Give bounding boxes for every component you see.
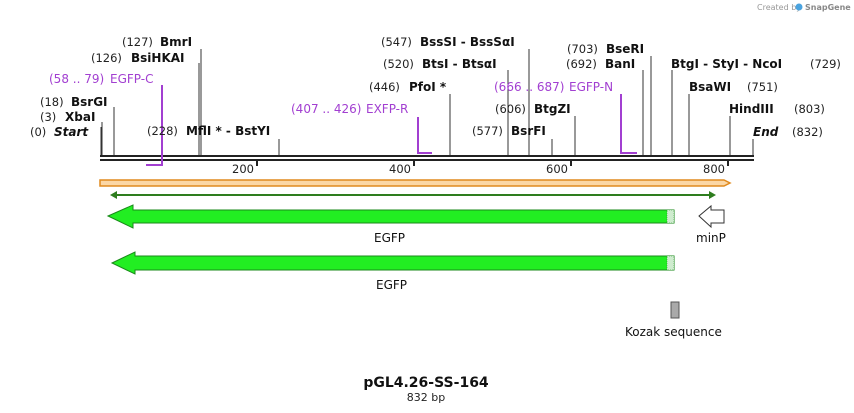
start-label: Start xyxy=(54,125,89,139)
snapgene-logo-icon xyxy=(795,3,803,11)
map-length: 832 bp xyxy=(407,391,445,404)
tick-label-200: 200 xyxy=(232,162,254,176)
map-title: pGL4.26-SS-164 xyxy=(363,375,489,391)
feature-arrow-egfp-2-end xyxy=(666,255,675,271)
feature-label-minp: minP xyxy=(696,231,726,245)
feature-label-kozak: Kozak sequence xyxy=(625,325,722,339)
site-num-bani: (692) xyxy=(566,57,597,71)
site-name-bsssi[interactable]: BssSI - BssSαI xyxy=(420,35,515,49)
site-labels: (0) Start (3) XbaI (18) BsrGI (126) BsiH… xyxy=(30,35,841,139)
credit-brand: SnapGene xyxy=(805,3,851,12)
primer-range-egfp-c: (58 .. 79) xyxy=(49,72,104,86)
site-num-bsrfi: (577) xyxy=(472,124,503,138)
primer-mark-egfp-n[interactable] xyxy=(620,94,637,154)
site-name-bani[interactable]: BanI xyxy=(605,57,635,71)
site-num-bsssi: (547) xyxy=(381,35,412,49)
site-lines xyxy=(100,49,754,155)
primer-name-egfp-c[interactable]: EGFP-C xyxy=(110,72,153,86)
site-name-xbai[interactable]: XbaI xyxy=(65,110,95,124)
features: EGFP EGFP minP Kozak sequence xyxy=(106,204,726,339)
end-label: End xyxy=(753,125,779,139)
site-name-btgi-styi-ncoi[interactable]: BtgI - StyI - NcoI xyxy=(671,57,782,71)
site-num-bmri: (127) xyxy=(122,35,153,49)
site-name-btsi[interactable]: BtsI - BtsαI xyxy=(422,57,497,71)
orf-track xyxy=(99,179,732,199)
site-num-btsi: (520) xyxy=(383,57,414,71)
site-num-bsrgi: (18) xyxy=(40,95,64,109)
site-name-bseri[interactable]: BseRI xyxy=(606,42,644,56)
site-num-btgzi: (606) xyxy=(495,102,526,116)
site-name-mfli-bstyi[interactable]: MflI * - BstYI xyxy=(186,124,270,138)
feature-arrow-egfp-1[interactable] xyxy=(106,204,675,229)
tick-label-400: 400 xyxy=(389,162,411,176)
primer-labels: (58 .. 79) EGFP-C (407 .. 426) EXFP-R (6… xyxy=(49,72,613,116)
primer-name-egfp-n[interactable]: EGFP-N xyxy=(569,80,613,94)
site-num-mfli: (228) xyxy=(147,124,178,138)
credit-prefix: Created by xyxy=(757,3,801,12)
feature-box-kozak[interactable] xyxy=(670,301,680,319)
site-name-bsrgi[interactable]: BsrGI xyxy=(71,95,108,109)
site-name-bsrfi[interactable]: BsrFI xyxy=(511,124,546,138)
site-num-bsawi: (751) xyxy=(747,80,778,94)
site-name-hindiii[interactable]: HindIII xyxy=(729,102,774,116)
tick-label-800: 800 xyxy=(703,162,725,176)
end-position: (832) xyxy=(792,125,823,139)
site-name-btgzi[interactable]: BtgZI xyxy=(534,102,571,116)
orf-bar[interactable] xyxy=(99,179,732,187)
primer-name-exfp-r[interactable]: EXFP-R xyxy=(366,102,408,116)
site-num-xbai: (3) xyxy=(40,110,56,124)
primer-mark-exfp-r[interactable] xyxy=(417,117,432,154)
feature-arrow-egfp-2[interactable] xyxy=(110,251,675,275)
feature-arrow-minp[interactable] xyxy=(698,204,725,229)
feature-label-egfp-2: EGFP xyxy=(376,278,407,292)
site-num-pfoi: (446) xyxy=(369,80,400,94)
site-num-btgi: (729) xyxy=(810,57,841,71)
site-name-bmri[interactable]: BmrI xyxy=(160,35,192,49)
site-name-bsawi[interactable]: BsaWI xyxy=(689,80,731,94)
site-num-bsihkai: (126) xyxy=(91,51,122,65)
backbone: 200 400 600 800 xyxy=(100,155,754,176)
tick-label-600: 600 xyxy=(546,162,568,176)
site-num-bseri: (703) xyxy=(567,42,598,56)
site-name-pfoi[interactable]: PfoI * xyxy=(409,80,447,94)
primer-marks xyxy=(146,85,637,166)
feature-arrow-egfp-1-end xyxy=(666,209,675,224)
primer-range-exfp-r: (407 .. 426) xyxy=(291,102,361,116)
primer-range-egfp-n: (666 .. 687) xyxy=(494,80,564,94)
site-num-hindiii: (803) xyxy=(794,102,825,116)
start-position: (0) xyxy=(30,125,46,139)
primer-mark-egfp-c[interactable] xyxy=(146,85,163,166)
orf-arrowhead-right-icon xyxy=(709,191,716,199)
orf-arrowhead-left-icon xyxy=(110,191,117,199)
site-name-bsihkai[interactable]: BsiHKAI xyxy=(131,51,185,65)
credit: Created by SnapGene xyxy=(757,3,851,12)
feature-label-egfp-1: EGFP xyxy=(374,231,405,245)
